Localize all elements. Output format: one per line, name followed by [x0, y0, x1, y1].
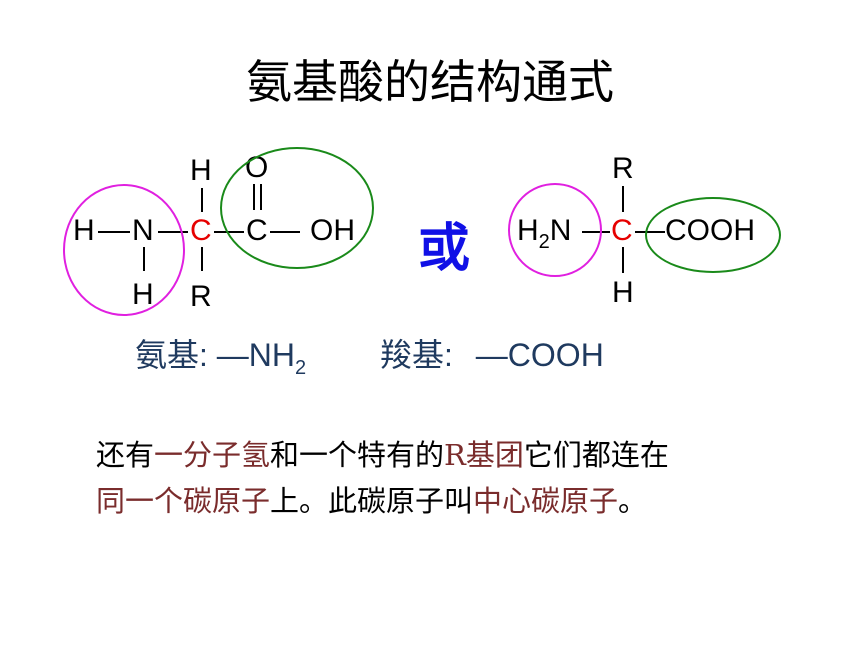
desc-highlight-same-carbon: 同一个碳原子 [96, 484, 271, 518]
description-paragraph: 还有一分子氢和一个特有的R基团它们都连在同一个碳原子上。此碳原子叫中心碳原子。 [96, 432, 796, 524]
amino-sep: : [199, 337, 208, 373]
atom-center-carbon-right: C [611, 214, 633, 247]
atom-h-top: H [190, 154, 212, 187]
page-title: 氨基酸的结构通式 [246, 55, 614, 109]
carboxyl-sep: : [444, 337, 453, 373]
amino-label: 氨基 [135, 336, 200, 374]
carboxyl-formula: —COOH [475, 337, 604, 373]
desc-highlight-central-carbon: 中心碳原子 [473, 484, 619, 518]
amino-formula: —NH [216, 337, 296, 373]
amino-group-ring-right [508, 183, 602, 277]
carboxyl-group-ring [220, 147, 374, 269]
or-connector: 或 [418, 219, 471, 279]
amino-legend: 氨基: —NH2 [135, 330, 307, 379]
atom-r-top-right: R [612, 152, 634, 185]
desc-part-5: 它们都连在 [523, 438, 669, 472]
desc-part-9: 。 [618, 484, 648, 518]
desc-highlight-hydrogen: 一分子氢 [154, 438, 271, 472]
amino-group-ring [63, 184, 185, 316]
atom-h-bottom-right: H [612, 276, 634, 309]
bond-c-h-right [622, 247, 624, 273]
desc-part-3: 和一个特有的 [270, 438, 445, 472]
bond-c-r-bottom [201, 247, 203, 271]
carboxyl-label: 羧基 [380, 336, 445, 374]
carboxyl-group-ring-right [645, 197, 781, 273]
amino-subscript: 2 [295, 357, 307, 379]
atom-r-bottom: R [190, 280, 212, 313]
bond-r-c-right [622, 186, 624, 212]
bond-h-top-c [201, 188, 203, 212]
desc-part-7: 上。此碳原子叫 [270, 484, 474, 518]
desc-highlight-r-group: R基团 [444, 438, 524, 472]
desc-part-1: 还有 [96, 438, 155, 472]
carboxyl-legend: 羧基: —COOH [380, 330, 604, 376]
atom-center-carbon: C [190, 214, 212, 247]
